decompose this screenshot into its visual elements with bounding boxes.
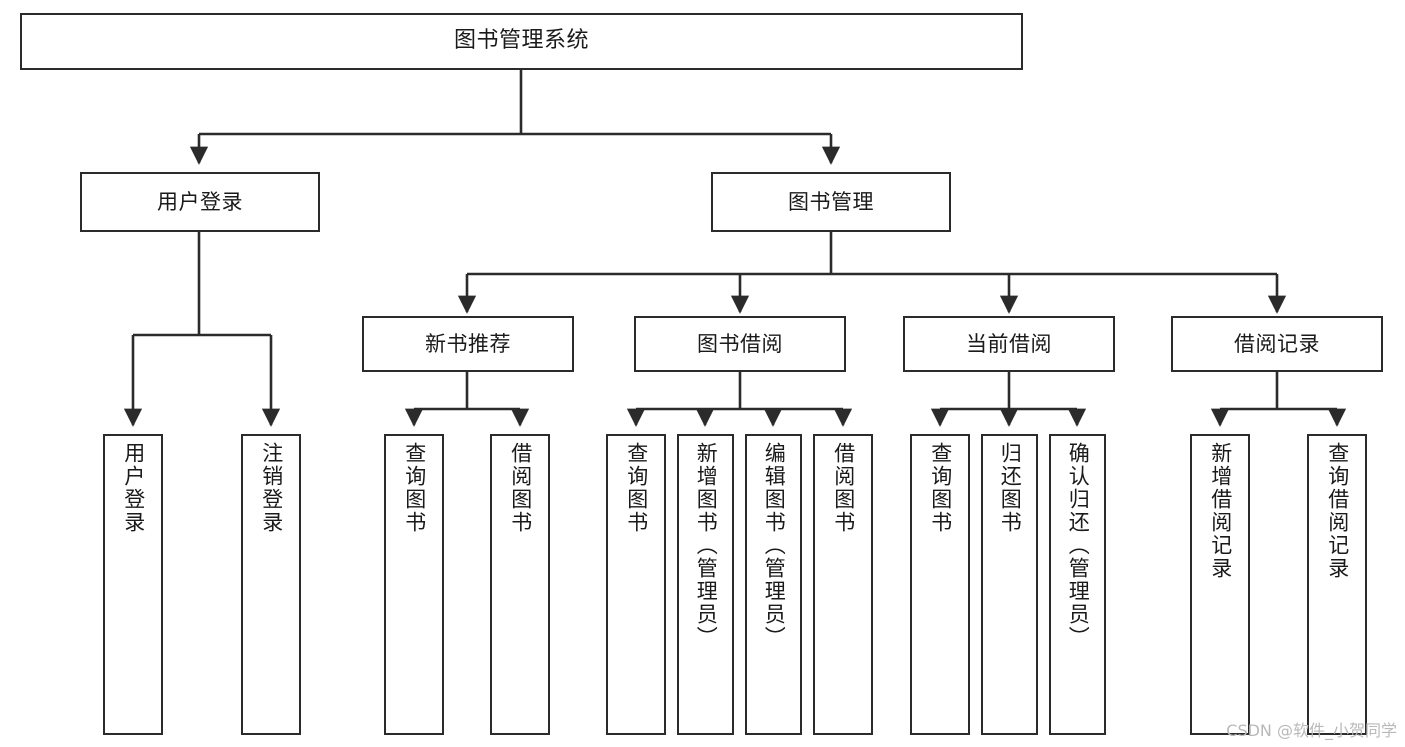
node-book-manage-label: 图书管理	[788, 189, 874, 214]
node-leaf-add-record[interactable]: 新增借阅记录	[1190, 434, 1250, 735]
node-book-borrow-label: 图书借阅	[697, 331, 783, 356]
watermark: CSDN @软件_小贺同学	[1226, 721, 1397, 740]
node-leaf-add-record-label: 新增借阅记录	[1208, 442, 1233, 580]
node-leaf-add-book-label: 新增图书（管理员）	[694, 442, 719, 649]
node-leaf-edit-book-label: 编辑图书（管理员）	[762, 442, 787, 649]
node-leaf-query-book-3[interactable]: 查询图书	[910, 434, 970, 735]
node-leaf-edit-book[interactable]: 编辑图书（管理员）	[745, 434, 802, 735]
node-leaf-borrow-book-2-label: 借阅图书	[831, 442, 856, 534]
node-leaf-confirm-return[interactable]: 确认归还（管理员）	[1049, 434, 1106, 735]
node-leaf-borrow-book-2[interactable]: 借阅图书	[813, 434, 873, 735]
node-leaf-query-book-3-label: 查询图书	[928, 442, 953, 534]
node-user-login[interactable]: 用户登录	[80, 172, 320, 232]
node-book-borrow[interactable]: 图书借阅	[634, 316, 846, 372]
node-current-borrow-label: 当前借阅	[966, 331, 1052, 356]
node-leaf-query-record-label: 查询借阅记录	[1325, 442, 1350, 580]
node-leaf-logout[interactable]: 注销登录	[241, 434, 301, 735]
node-leaf-borrow-book-1[interactable]: 借阅图书	[490, 434, 550, 735]
node-leaf-query-book-2[interactable]: 查询图书	[606, 434, 666, 735]
node-root-label: 图书管理系统	[453, 28, 589, 54]
node-leaf-query-book-1[interactable]: 查询图书	[384, 434, 444, 735]
node-new-book-rec[interactable]: 新书推荐	[362, 316, 574, 372]
node-leaf-query-book-2-label: 查询图书	[624, 442, 649, 534]
node-root[interactable]: 图书管理系统	[20, 13, 1023, 70]
node-book-manage[interactable]: 图书管理	[711, 172, 951, 232]
node-leaf-logout-label: 注销登录	[259, 442, 284, 534]
node-leaf-user-login-label: 用户登录	[121, 442, 146, 534]
node-borrow-record[interactable]: 借阅记录	[1171, 316, 1383, 372]
node-user-login-label: 用户登录	[157, 189, 243, 214]
node-leaf-confirm-return-label: 确认归还（管理员）	[1066, 442, 1091, 649]
node-leaf-borrow-book-1-label: 借阅图书	[508, 442, 533, 534]
node-leaf-return-book[interactable]: 归还图书	[981, 434, 1038, 735]
node-leaf-return-book-label: 归还图书	[998, 442, 1023, 534]
node-current-borrow[interactable]: 当前借阅	[903, 316, 1115, 372]
node-leaf-query-record[interactable]: 查询借阅记录	[1307, 434, 1367, 735]
node-leaf-user-login[interactable]: 用户登录	[103, 434, 163, 735]
node-new-book-rec-label: 新书推荐	[425, 331, 511, 356]
node-leaf-add-book[interactable]: 新增图书（管理员）	[677, 434, 734, 735]
node-borrow-record-label: 借阅记录	[1234, 331, 1320, 356]
node-leaf-query-book-1-label: 查询图书	[402, 442, 427, 534]
